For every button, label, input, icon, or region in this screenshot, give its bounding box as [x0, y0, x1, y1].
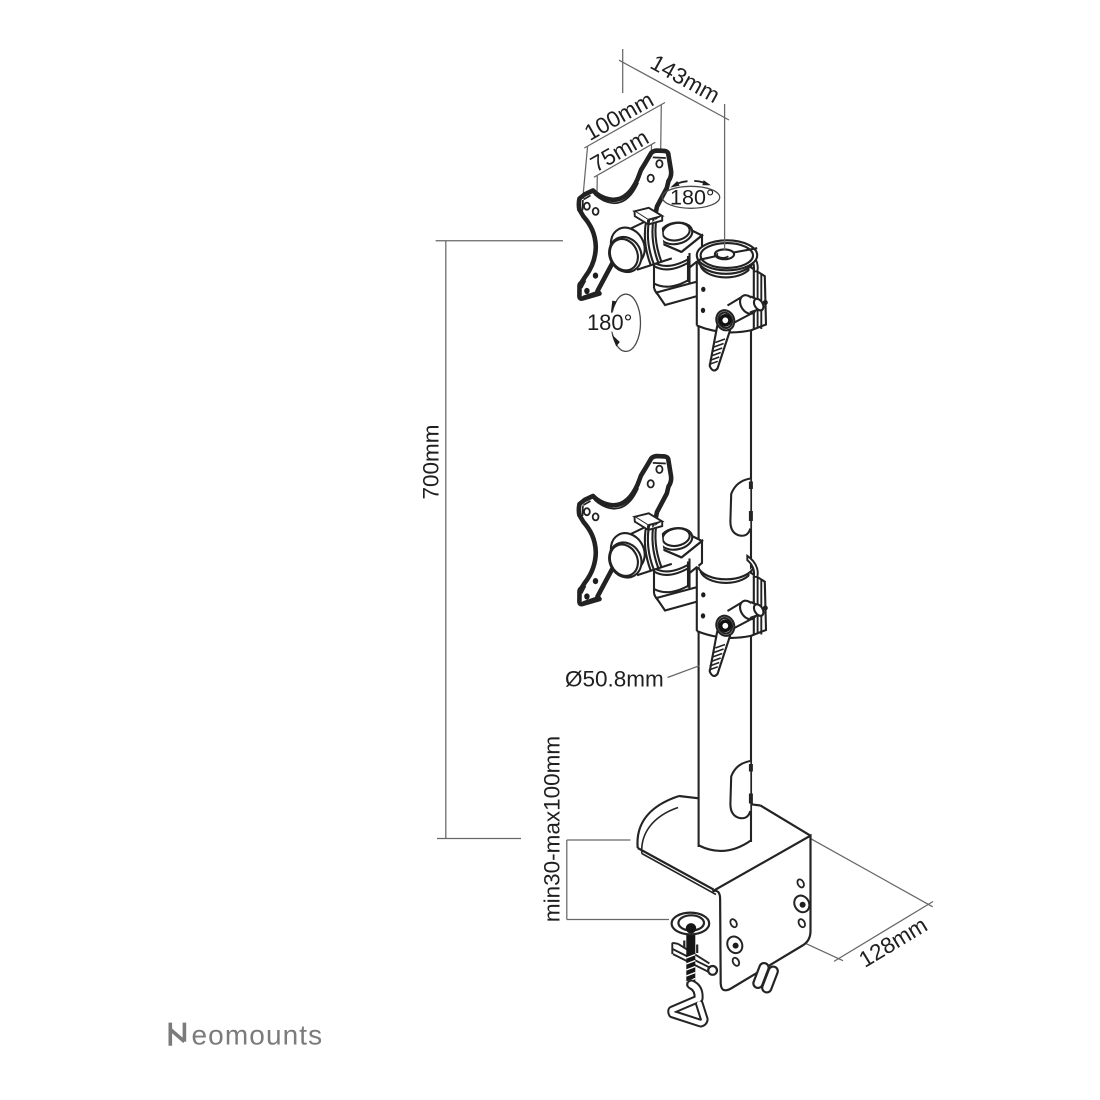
svg-text:eomounts: eomounts	[192, 1020, 324, 1051]
svg-text:min30-max100mm: min30-max100mm	[540, 736, 565, 922]
svg-text:180°: 180°	[587, 310, 633, 335]
svg-text:180°: 180°	[670, 185, 714, 209]
svg-text:700mm: 700mm	[418, 424, 443, 499]
svg-text:Ø50.8mm: Ø50.8mm	[565, 667, 664, 692]
